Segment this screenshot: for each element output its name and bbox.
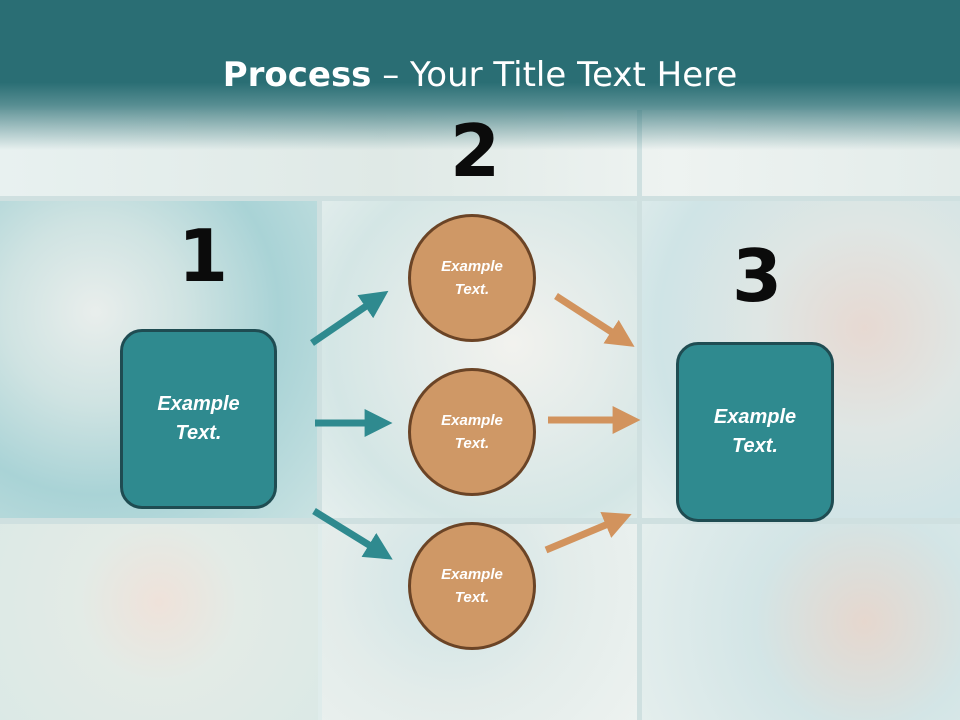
step-2-circle-bottom: Example Text.	[408, 522, 536, 650]
step-3-box: Example Text.	[676, 342, 834, 522]
circle-text-line1: Example	[441, 412, 503, 429]
circle-text-line2: Text.	[454, 589, 490, 606]
step-number-3: 3	[732, 234, 783, 318]
step-1-box: Example Text.	[120, 329, 277, 509]
step-3-text-line2: Text.	[732, 435, 778, 457]
step-3-text-line1: Example	[713, 406, 797, 428]
arrow-from-circle-3	[544, 512, 632, 554]
slide-title: Process – Your Title Text Here	[0, 55, 960, 95]
collage-divider	[0, 196, 960, 201]
step-1-text-line2: Text.	[175, 422, 222, 444]
step-1-text-line1: Example	[157, 393, 240, 415]
step-number-1: 1	[178, 214, 229, 298]
circle-text-line2: Text.	[454, 281, 490, 298]
slide-title-rest: – Your Title Text Here	[371, 55, 738, 95]
step-2-circle-middle: Example Text.	[408, 368, 536, 496]
title-banner	[0, 0, 960, 150]
circle-text-line1: Example	[441, 258, 503, 275]
photo-dental-patient	[642, 524, 960, 720]
step-2-circle-top: Example Text.	[408, 214, 536, 342]
circle-text-line1: Example	[441, 566, 503, 583]
arrow-to-circle-1	[310, 290, 389, 346]
collage-divider	[317, 196, 322, 524]
step-number-2: 2	[450, 109, 501, 193]
arrow-to-circle-3	[312, 508, 393, 560]
photo-smiling-woman	[0, 524, 318, 720]
collage-divider	[0, 518, 960, 524]
arrow-from-circle-1	[554, 293, 635, 347]
slide-title-bold: Process	[222, 55, 372, 95]
circle-text-line2: Text.	[454, 435, 490, 452]
